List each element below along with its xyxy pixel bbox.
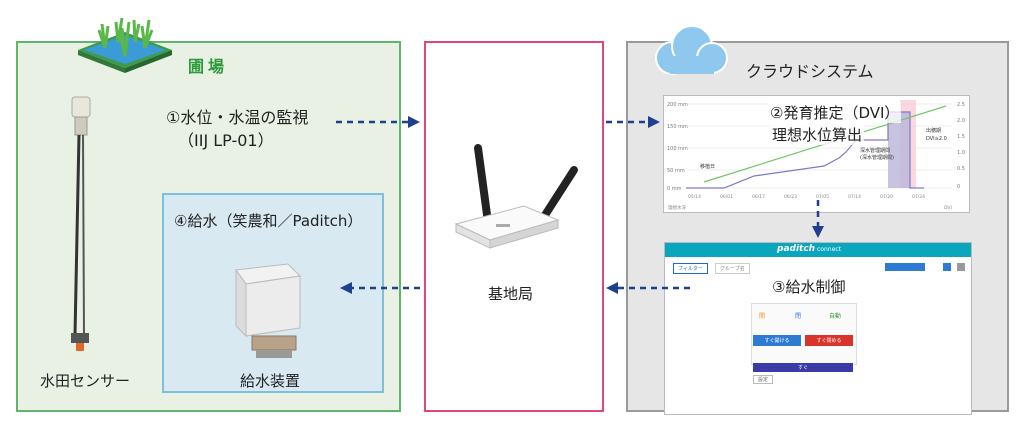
arrowhead-5 — [340, 282, 352, 294]
arrowhead-3 — [812, 226, 824, 238]
arrowhead-1 — [408, 116, 420, 128]
arrowhead-4 — [606, 282, 618, 294]
arrowhead-2 — [648, 116, 660, 128]
